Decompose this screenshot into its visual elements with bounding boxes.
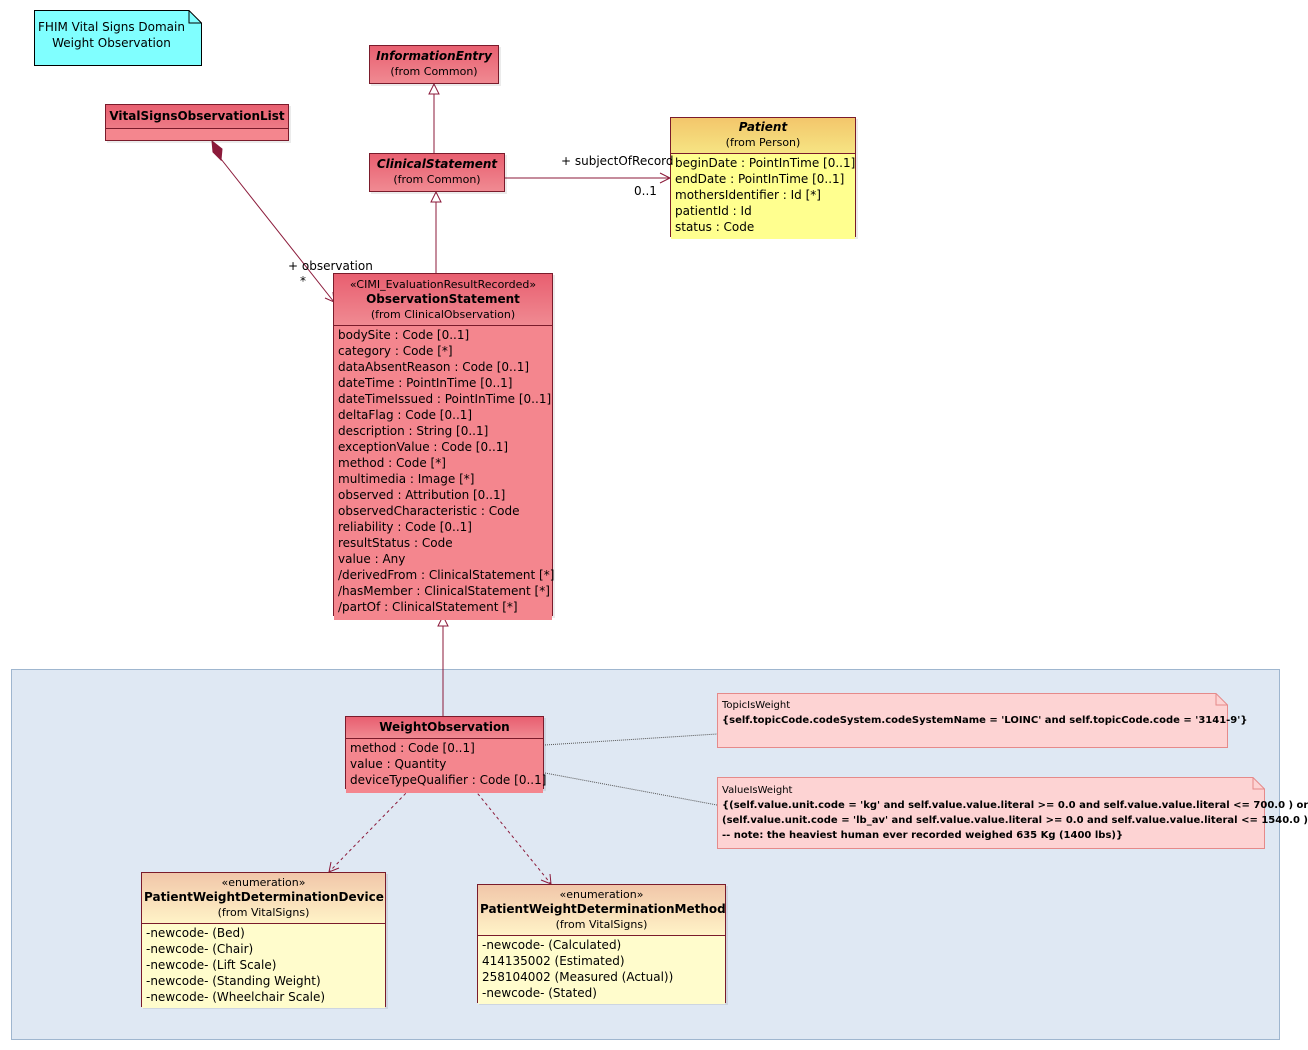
enum-literal: -newcode- (Standing Weight) bbox=[146, 974, 321, 988]
constraint-name: TopicIsWeight bbox=[722, 700, 791, 711]
literal-list: -newcode- (Calculated) 414135002 (Estimat… bbox=[478, 936, 725, 1004]
constraint-body: {self.topicCode.codeSystem.codeSystemNam… bbox=[722, 714, 1248, 726]
class-name: Patient bbox=[738, 120, 788, 134]
attribute-list: beginDate : PointInTime [0..1] endDate : … bbox=[671, 154, 855, 239]
attribute: method : Code [0..1] bbox=[350, 741, 475, 755]
enum-literal: -newcode- (Calculated) bbox=[482, 938, 622, 952]
attribute: observedCharacteristic : Code bbox=[338, 504, 520, 518]
composition-observation bbox=[220, 158, 335, 303]
class-origin: (from Person) bbox=[725, 136, 801, 149]
attribute: mothersIdentifier : Id [*] bbox=[675, 188, 821, 202]
attribute: /partOf : ClinicalStatement [*] bbox=[338, 600, 518, 614]
constraint-line-3: -- note: the heaviest human ever recorde… bbox=[722, 830, 1124, 841]
title-note: FHIM Vital Signs Domain Weight Observati… bbox=[34, 10, 202, 66]
class-information-entry[interactable]: InformationEntry (from Common) bbox=[369, 45, 499, 84]
enum-literal: -newcode- (Lift Scale) bbox=[146, 958, 277, 972]
attribute: bodySite : Code [0..1] bbox=[338, 328, 470, 342]
enum-literal: -newcode- (Chair) bbox=[146, 942, 254, 956]
title-note-line1: FHIM Vital Signs Domain bbox=[38, 20, 185, 34]
class-origin: (from Common) bbox=[393, 173, 481, 186]
attribute: value : Any bbox=[338, 552, 406, 566]
generalization-arrowhead bbox=[428, 82, 440, 95]
constraint-note-topic[interactable]: TopicIsWeight {self.topicCode.codeSystem… bbox=[717, 693, 1247, 748]
attribute: resultStatus : Code bbox=[338, 536, 453, 550]
class-name: VitalSignsObservationList bbox=[109, 109, 285, 123]
attribute: status : Code bbox=[675, 220, 755, 234]
class-name: PatientWeightDeterminationMethod bbox=[480, 902, 726, 916]
class-stereotype: «enumeration» bbox=[559, 888, 644, 901]
class-clinical-statement[interactable]: ClinicalStatement (from Common) bbox=[369, 153, 505, 192]
attribute: observed : Attribution [0..1] bbox=[338, 488, 506, 502]
class-origin: (from Common) bbox=[390, 65, 478, 78]
constraint-line-2: (self.value.unit.code = 'lb_av' and self… bbox=[722, 815, 1308, 826]
enum-literal: -newcode- (Wheelchair Scale) bbox=[146, 990, 326, 1004]
literal-list: -newcode- (Bed) -newcode- (Chair) -newcode… bbox=[142, 924, 385, 1008]
class-stereotype: «enumeration» bbox=[221, 876, 306, 889]
class-name: WeightObservation bbox=[379, 720, 510, 734]
class-vital-signs-observation-list[interactable]: VitalSignsObservationList bbox=[105, 104, 289, 141]
attribute: dateTimeIssued : PointInTime [0..1] bbox=[338, 392, 552, 406]
class-name: ClinicalStatement bbox=[376, 157, 498, 171]
association-multiplicity-subject: 0..1 bbox=[634, 184, 657, 198]
class-name: InformationEntry bbox=[376, 49, 492, 63]
class-origin: (from VitalSigns) bbox=[217, 906, 310, 919]
attribute: /hasMember : ClinicalStatement [*] bbox=[338, 584, 550, 598]
enum-literal: -newcode- (Stated) bbox=[482, 986, 597, 1000]
dependency-method bbox=[473, 788, 552, 885]
attribute: dateTime : PointInTime [0..1] bbox=[338, 376, 513, 390]
enum-literal: 414135002 (Estimated) bbox=[482, 954, 625, 968]
attribute: /derivedFrom : ClinicalStatement [*] bbox=[338, 568, 555, 582]
attribute: deltaFlag : Code [0..1] bbox=[338, 408, 473, 422]
constraint-line-1: {(self.value.unit.code = 'kg' and self.v… bbox=[722, 800, 1308, 811]
generalization-arrowhead bbox=[437, 614, 449, 627]
constraint-name: ValueIsWeight bbox=[722, 785, 793, 796]
constraint-link-value bbox=[544, 772, 718, 806]
constraint-link-topic bbox=[544, 733, 718, 746]
class-weight-observation[interactable]: WeightObservation method : Code [0..1] va… bbox=[345, 716, 546, 793]
attribute: category : Code [*] bbox=[338, 344, 453, 358]
attribute: endDate : PointInTime [0..1] bbox=[675, 172, 845, 186]
attribute-list: method : Code [0..1] value : Quantity devi… bbox=[346, 739, 547, 793]
enum-determination-method[interactable]: «enumeration» PatientWeightDetermination… bbox=[477, 884, 726, 1004]
generalization-arrowhead bbox=[430, 190, 442, 203]
enum-determination-device[interactable]: «enumeration» PatientWeightDetermination… bbox=[141, 872, 386, 1008]
association-role-observation: + observation bbox=[288, 259, 373, 273]
attribute: reliability : Code [0..1] bbox=[338, 520, 472, 534]
constraint-note-value[interactable]: ValueIsWeight {(self.value.unit.code = '… bbox=[717, 777, 1308, 849]
attribute: description : String [0..1] bbox=[338, 424, 489, 438]
dependency-device bbox=[328, 788, 411, 873]
enum-literal: 258104002 (Measured (Actual)) bbox=[482, 970, 674, 984]
attribute: multimedia : Image [*] bbox=[338, 472, 475, 486]
association-multiplicity-observation: * bbox=[300, 274, 306, 288]
association-role-subject: + subjectOfRecord bbox=[561, 154, 674, 168]
attribute: dataAbsentReason : Code [0..1] bbox=[338, 360, 530, 374]
class-name: PatientWeightDeterminationDevice bbox=[144, 890, 384, 904]
enum-literal: -newcode- (Bed) bbox=[146, 926, 245, 940]
class-patient[interactable]: Patient (from Person) beginDate : PointI… bbox=[670, 117, 856, 239]
attribute: value : Quantity bbox=[350, 757, 447, 771]
attribute: method : Code [*] bbox=[338, 456, 446, 470]
attribute: beginDate : PointInTime [0..1] bbox=[675, 156, 856, 170]
class-stereotype: «CIMI_EvaluationResultRecorded» bbox=[349, 278, 537, 291]
title-note-line2: Weight Observation bbox=[52, 36, 171, 50]
class-observation-statement[interactable]: «CIMI_EvaluationResultRecorded» Observat… bbox=[333, 273, 554, 620]
class-origin: (from VitalSigns) bbox=[555, 918, 648, 931]
attribute-list: bodySite : Code [0..1] category : Code [*… bbox=[334, 326, 555, 620]
class-origin: (from ClinicalObservation) bbox=[370, 308, 516, 321]
class-name: ObservationStatement bbox=[366, 292, 520, 306]
composition-diamond bbox=[211, 139, 223, 162]
attribute: deviceTypeQualifier : Code [0..1] bbox=[350, 773, 547, 787]
attribute: patientId : Id bbox=[675, 204, 752, 218]
attribute: exceptionValue : Code [0..1] bbox=[338, 440, 509, 454]
